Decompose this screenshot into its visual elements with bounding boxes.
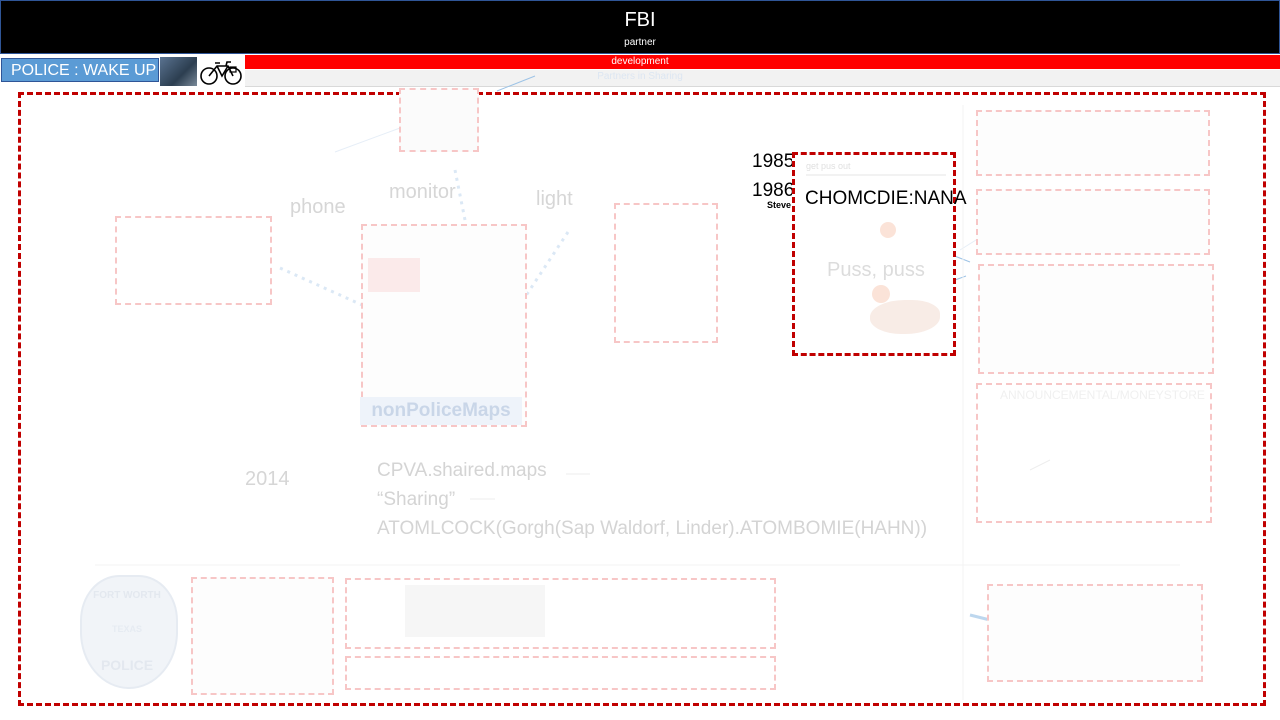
bottom-strip-box xyxy=(345,656,776,690)
badge-bottom-text: POLICE xyxy=(100,657,154,673)
phone-label: phone xyxy=(290,196,346,218)
police-photo-thumbnail xyxy=(160,57,197,86)
badge-top-text: FORT WORTH xyxy=(93,590,161,601)
bottom-banner-box xyxy=(345,578,776,649)
year-1985: 1985 xyxy=(752,151,795,172)
bottom-right-box xyxy=(987,584,1203,682)
bicycle-icon xyxy=(198,57,244,87)
header-bar xyxy=(0,0,1280,54)
header-subtitle: partner xyxy=(624,37,656,48)
puss-label: Puss, puss xyxy=(827,259,925,281)
police-label[interactable]: POLICE : WAKE UP xyxy=(1,58,159,82)
phone-box xyxy=(115,216,272,305)
police-badge-icon xyxy=(80,575,178,689)
right-panel-2 xyxy=(976,189,1210,255)
maps-label: nonPoliceMaps xyxy=(360,397,522,425)
light-label: light xyxy=(536,188,573,210)
flower-icon xyxy=(880,222,896,238)
year-1986: 1986 xyxy=(752,180,795,201)
main-content-frame xyxy=(18,92,1266,706)
maps-tag xyxy=(368,258,420,292)
bottom-banner-image xyxy=(405,585,545,637)
maps-box xyxy=(361,224,527,427)
right-panel-3 xyxy=(978,264,1214,374)
focus-strip-line xyxy=(806,174,946,176)
header-title: FBI xyxy=(624,9,656,31)
monitor-label: monitor xyxy=(389,181,456,203)
text-line-3: ATOMLCOCK(Gorgh(Sap Waldorf, Linder).ATO… xyxy=(377,518,928,539)
text-line-1: CPVA.shaired.maps xyxy=(377,460,547,481)
development-bar xyxy=(245,55,1280,69)
text-line-2: “Sharing” xyxy=(377,489,456,510)
right-panel-1 xyxy=(976,110,1210,176)
year-2014-label: 2014 xyxy=(245,468,290,490)
right-panel-4 xyxy=(976,383,1212,523)
focus-strip-label: get pus out xyxy=(806,161,851,171)
flower-icon-2 xyxy=(872,285,890,303)
badge-mid-text: TEXAS xyxy=(111,624,142,634)
code-name-label: CHOMCDIE:NANA xyxy=(805,188,967,209)
bottom-photo-box xyxy=(191,577,334,695)
partners-bar xyxy=(245,70,1280,87)
right-panel-caption: ANNOUNCEMENTAL/MONEYSTORE xyxy=(1000,388,1205,402)
light-box xyxy=(614,203,718,343)
cat-image xyxy=(870,300,940,334)
steve-caption: Steve xyxy=(767,200,792,210)
monitor-photo-box xyxy=(399,88,479,152)
partners-label: Partners in Sharing xyxy=(597,71,683,82)
development-label: development xyxy=(611,56,669,67)
